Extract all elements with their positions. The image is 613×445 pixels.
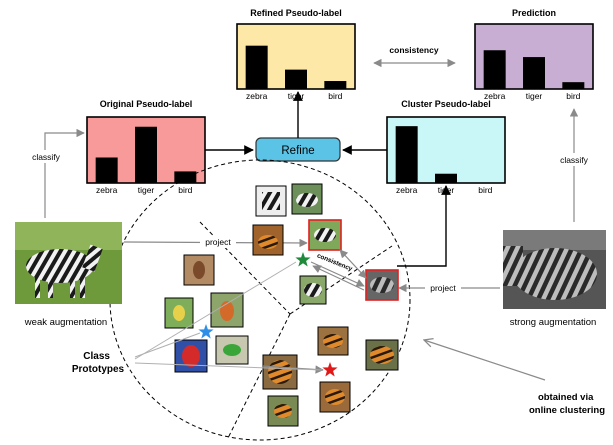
prediction-bar-tiger <box>523 57 545 89</box>
refined-pseudo-label-panel: Refined Pseudo-label zebra tiger bird <box>236 8 356 101</box>
class-prototypes-label: Class Prototypes <box>72 351 125 375</box>
thumb-tiger-3 <box>262 354 298 390</box>
thumb-zebra-3 <box>299 275 327 305</box>
thumb-bird-3 <box>210 292 244 328</box>
refine-block: Refine <box>255 137 341 162</box>
online-clustering-annotation: obtained via online clustering <box>424 340 605 416</box>
project-right-label: project <box>430 283 456 293</box>
thumb-zebra-weak-highlight <box>308 219 342 251</box>
thumb-tiger-4 <box>319 381 351 413</box>
cluster-label-bird: bird <box>478 185 492 195</box>
strong-to-cluster-arrow <box>397 185 451 267</box>
mid-consistency-arrow-1 <box>339 249 367 279</box>
refined-bar-zebra <box>245 45 268 89</box>
thumb-tiger-2 <box>365 339 399 371</box>
strong-augmentation-label: strong augmentation <box>510 317 597 328</box>
cluster-bar-zebra <box>395 126 418 183</box>
cluster-bar-tiger <box>435 173 457 183</box>
project-right: project <box>398 282 500 294</box>
original-label-bird: bird <box>178 185 192 195</box>
pointer-to-red-star <box>134 362 323 371</box>
refined-label-bird: bird <box>328 91 342 101</box>
pointer-to-green-star <box>134 261 297 360</box>
prototype-star-red <box>322 362 338 377</box>
thumb-zebra-strong-highlight <box>365 269 399 301</box>
prediction-panel-title: Prediction <box>512 8 556 18</box>
refined-bar-tiger <box>285 69 307 89</box>
class-prototypes-annotation: Class Prototypes <box>72 261 323 375</box>
classify-left-arrow <box>44 128 85 218</box>
consistency-top-label: consistency <box>389 45 438 55</box>
online-clustering-label: obtained via online clustering <box>529 392 605 416</box>
refined-panel-title: Refined Pseudo-label <box>250 8 342 18</box>
prediction-bars: zebra tiger bird <box>483 50 585 101</box>
refined-bars: zebra tiger bird <box>245 45 347 101</box>
thumb-bird-1 <box>183 254 215 286</box>
classify-right: classify <box>554 108 594 222</box>
cluster-label-zebra: zebra <box>396 185 418 195</box>
original-bar-bird <box>174 171 197 183</box>
classify-right-label: classify <box>560 155 589 165</box>
thumb-tiger-5 <box>267 395 299 427</box>
weak-augmentation-image <box>15 222 122 304</box>
partition-line-3 <box>227 313 291 439</box>
thumb-horse-tiger <box>252 224 284 256</box>
prediction-label-tiger: tiger <box>526 91 543 101</box>
prototype-star-green <box>295 252 311 267</box>
weak-augmentation-label: weak augmentation <box>24 317 107 328</box>
thumb-tiger-1 <box>317 326 349 356</box>
thumb-zebra-2 <box>291 183 323 215</box>
classify-left: classify <box>26 128 85 218</box>
refined-label-tiger: tiger <box>288 91 305 101</box>
original-bar-tiger <box>135 126 157 183</box>
original-pseudo-label-panel: Original Pseudo-label zebra tiger bird <box>86 99 206 195</box>
mid-consistency-arrow-3 <box>312 265 365 291</box>
original-label-zebra: zebra <box>96 185 118 195</box>
original-bar-zebra <box>95 157 118 183</box>
thumb-zebra-1 <box>255 185 287 217</box>
classify-left-label: classify <box>32 152 61 162</box>
refined-label-zebra: zebra <box>246 91 268 101</box>
thumb-bird-4 <box>174 339 208 373</box>
original-panel-title: Original Pseudo-label <box>100 99 193 109</box>
online-clustering-arrow <box>424 340 546 381</box>
refined-bar-bird <box>324 81 347 89</box>
cluster-panel-title: Cluster Pseudo-label <box>401 99 491 109</box>
thumb-bird-2 <box>164 297 194 329</box>
prediction-bar-bird <box>562 82 585 89</box>
top-consistency: consistency <box>373 45 456 68</box>
refine-label: Refine <box>281 145 314 157</box>
thumb-bird-5 <box>215 335 249 365</box>
prototype-star-blue <box>198 324 214 339</box>
project-left-label: project <box>205 237 231 247</box>
original-label-tiger: tiger <box>138 185 155 195</box>
original-bars: zebra tiger bird <box>95 126 197 195</box>
prediction-panel: Prediction zebra tiger bird <box>474 8 594 101</box>
prediction-bar-zebra <box>483 50 506 89</box>
strong-augmentation-image <box>503 230 606 309</box>
prediction-label-bird: bird <box>566 91 580 101</box>
prediction-label-zebra: zebra <box>484 91 506 101</box>
